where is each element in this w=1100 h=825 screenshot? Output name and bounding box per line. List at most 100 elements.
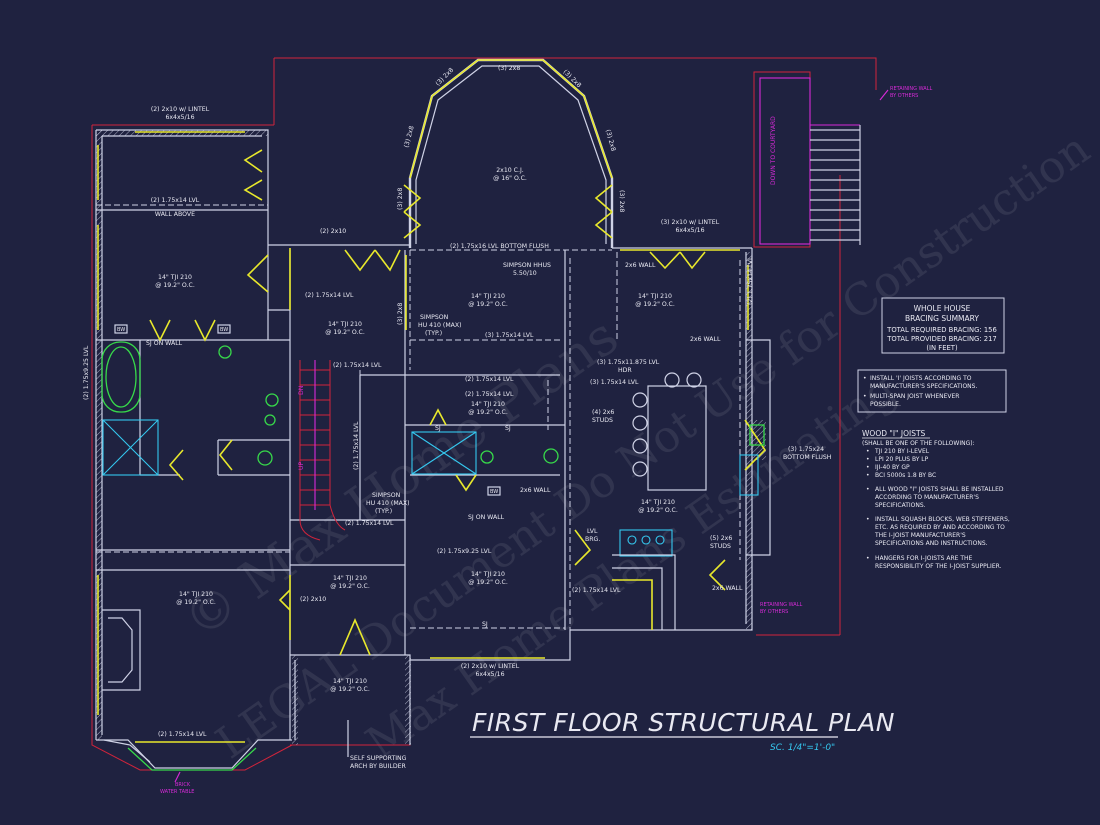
bay-2x8-2: (3) 2x8: [498, 65, 520, 72]
wood-note-5b: ACCORDING TO MANUFACTURER'S: [875, 494, 979, 501]
bay-2x8-5: (3) 2x8: [604, 129, 617, 152]
tji-label-1: 14" TJI 210: [158, 274, 192, 281]
wood-heading: WOOD "I" JOISTS: [862, 429, 926, 438]
wood-note-6c: THE I-JOIST MANUFACTURER'S: [874, 532, 966, 539]
door-swings: [149, 149, 767, 656]
simpson-hu-b: HU 410 (MAX): [418, 322, 462, 329]
self-support-a: SELF SUPPORTING: [350, 755, 407, 762]
wood-note-5a: ALL WOOD "I" JOISTS SHALL BE INSTALLED: [875, 486, 1004, 493]
note-1b: MANUFACTURER'S SPECIFICATIONS.: [870, 383, 977, 390]
two-2x10-lower: (2) 2x10: [300, 596, 326, 603]
title-block: FIRST FLOOR STRUCTURAL PLAN SC. 1/4"=1'-…: [470, 708, 895, 753]
simpson-hu-d: SIMPSON: [372, 492, 401, 499]
oc-label-2: @ 19.2" O.C.: [325, 328, 365, 336]
svg-text:•: •: [866, 555, 870, 562]
wood-note-7b: RESPONSIBILITY OF THE I-JOIST SUPPLIER.: [875, 563, 1002, 570]
bay-2x8-1: (3) 2x8: [434, 67, 455, 88]
lvl-24-label: (3) 1.75x24: [788, 446, 824, 453]
simpson-hhus-size: 5.50/10: [513, 270, 537, 277]
lvl-mid-2: (3) 1.75x14 LVL: [590, 379, 639, 386]
bw-label-3: BW: [490, 489, 498, 495]
sj-label-1: SJ: [435, 425, 441, 432]
lintel-size-bottom: 6x4x5/16: [475, 671, 504, 678]
studs-count: (4) 2x6: [592, 409, 614, 416]
oc-label-4: @ 19.2" O.C.: [635, 300, 675, 308]
svg-text:•: •: [863, 393, 867, 400]
lvl-top-left: (2) 1.75x14 LVL: [151, 197, 200, 204]
drawing-title: FIRST FLOOR STRUCTURAL PLAN: [472, 708, 895, 737]
tji-label-10: 14" TJI 210: [333, 678, 367, 685]
fixtures: [101, 341, 765, 557]
lvl-hdr: (3) 1.75x11.875 LVL: [597, 359, 660, 366]
tji-label-6: 14" TJI 210: [641, 499, 675, 506]
lintel-size-top-right: 6x4x5/16: [675, 227, 704, 234]
bay-2x8-6: (3) 2x8: [397, 188, 404, 210]
tji-label-2: 14" TJI 210: [328, 321, 362, 328]
retaining-wall-notes: RETAINING WALL BY OTHERS RETAINING WALL …: [760, 86, 932, 615]
retaining-wall-bot-sub: BY OTHERS: [760, 609, 788, 615]
brick-water-table: BRICK WATER TABLE: [127, 747, 257, 795]
wall-2x6-a: 2x6 WALL: [625, 262, 656, 269]
simpson-hhus: SIMPSON HHUS: [503, 262, 551, 269]
bracing-required: TOTAL REQUIRED BRACING: 156: [886, 326, 997, 334]
note-2a: MULTI-SPAN JOIST WHENEVER: [870, 393, 959, 400]
note-1a: INSTALL 'I' JOISTS ACCORDING TO: [870, 375, 972, 382]
lintel-label-top-right: (3) 2x10 w/ LINTEL: [661, 219, 720, 226]
lvl-stair-bottom: (2) 1.75x14 LVL: [345, 520, 394, 527]
wood-opt-4: BCI 5000s 1.8 BY BC: [875, 472, 936, 479]
stair: UP DN: [298, 360, 346, 541]
drawing-scale: SC. 1/4"=1'-0": [770, 743, 835, 753]
studs-count-5: (5) 2x6: [710, 535, 732, 542]
tji-label-8: 14" TJI 210: [333, 575, 367, 582]
sj-label-2: SJ: [505, 425, 511, 432]
wood-note-6a: INSTALL SQUASH BLOCKS, WEB STIFFENERS,: [875, 516, 1010, 523]
oc-label-9: @ 19.2" O.C.: [176, 598, 216, 606]
tji-label-4: 14" TJI 210: [638, 293, 672, 300]
oc-label-8: @ 19.2" O.C.: [330, 582, 370, 590]
retaining-wall-top-sub: BY OTHERS: [890, 93, 918, 99]
fireplace: [102, 609, 141, 691]
wood-note-6d: SPECIFICATIONS AND INSTRUCTIONS.: [875, 540, 988, 547]
svg-text:•: •: [866, 448, 870, 455]
lvl-left-side: (2) 1.75x9.25 LVL: [83, 345, 90, 400]
svg-text:•: •: [863, 375, 867, 382]
wood-note-7a: HANGERS FOR I-JOISTS ARE THE: [875, 555, 973, 562]
tji-label-5: 14" TJI 210: [471, 401, 505, 408]
simpson-hu-e: HU 410 (MAX): [366, 500, 410, 507]
self-support-b: ARCH BY BUILDER: [350, 763, 407, 770]
wood-opt-2: LPI 20 PLUS BY LP: [875, 456, 929, 463]
svg-text:•: •: [866, 516, 870, 523]
simpson-hu-c: (TYP.): [425, 330, 442, 337]
lintel-label-top-left: (2) 2x10 w/ LINTEL: [151, 106, 210, 113]
tji-label-9: 14" TJI 210: [179, 591, 213, 598]
simpson-hu-f: (TYP.): [375, 508, 392, 515]
cj-label: 2x10 C.J.: [496, 167, 524, 174]
structural-labels: (2) 2x10 w/ LINTEL 6x4x5/16 (2) 1.75x14 …: [83, 65, 832, 770]
oc-label-6: @ 19.2" O.C.: [638, 506, 678, 514]
lvl-upper-mid: (2) 1.75x14 LVL: [305, 292, 354, 299]
studs-label-2: STUDS: [710, 543, 731, 550]
note-2b: POSSIBLE.: [870, 401, 901, 408]
water-table-label: WATER TABLE: [160, 789, 194, 795]
exterior-walls: [95, 58, 771, 769]
lvl-mid-3: (2) 1.75x14 LVL: [465, 391, 514, 398]
courtyard-stair: DOWN TO COURTYARD: [753, 71, 861, 248]
lvl-stair-side: (2) 1.75x14 LVL: [353, 421, 360, 470]
lvl-brg-a: LVL: [587, 528, 598, 535]
svg-text:•: •: [866, 472, 870, 479]
retaining-wall-top-label: RETAINING WALL: [890, 86, 932, 92]
bracing-heading-a: WHOLE HOUSE: [914, 304, 971, 313]
window-headers: [97, 131, 749, 743]
svg-text:•: •: [866, 486, 870, 493]
stair-up-label: UP: [298, 461, 305, 470]
bay-2x8-8: (3) 2x8: [397, 303, 404, 325]
oc-label-3: @ 19.2" O.C.: [468, 300, 508, 308]
lvl-mid-1: (2) 1.75x14 LVL: [465, 376, 514, 383]
bw-label-1: BW: [117, 327, 125, 333]
lvl-bottom-right: (2) 1.75x14 LVL: [572, 587, 621, 594]
bay-2x8-4: (3) 2x8: [403, 125, 416, 148]
svg-text:•: •: [866, 456, 870, 463]
retaining-wall-bot-label: RETAINING WALL: [760, 602, 802, 608]
kitchen-island: [612, 372, 707, 630]
wood-note-6b: ETC. AS REQUIRED BY AND ACCORDING TO: [875, 524, 1005, 531]
